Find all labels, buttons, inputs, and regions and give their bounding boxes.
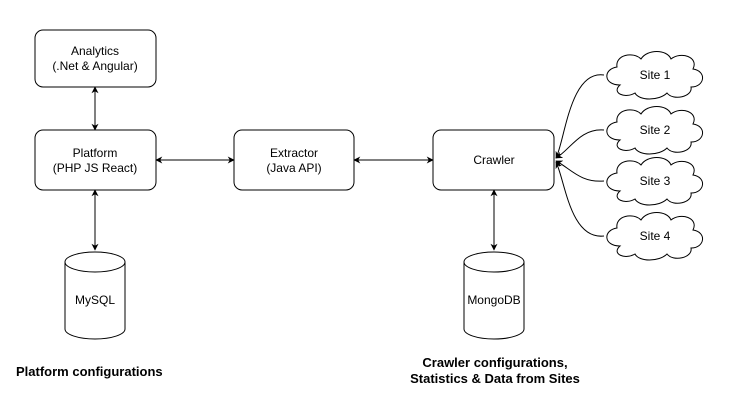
crawler-caption-line-2: Statistics & Data from Sites (410, 371, 580, 386)
analytics-title: Analytics (71, 44, 119, 58)
site-cloud-3[interactable]: Site 3 (606, 157, 703, 206)
site-cloud-4[interactable]: Site 4 (606, 212, 703, 261)
site-label: Site 4 (640, 229, 671, 243)
site-label: Site 1 (640, 68, 671, 82)
mongodb-database[interactable]: MongoDB (463, 251, 525, 340)
mysql-database[interactable]: MySQL (64, 251, 126, 340)
extractor-subtitle: (Java API) (266, 161, 321, 175)
connector-crawler-site3 (555, 160, 605, 182)
mongodb-label: MongoDB (467, 293, 520, 307)
analytics-node[interactable]: Analytics (.Net & Angular) (34, 29, 157, 88)
connector-crawler-site4 (555, 161, 605, 237)
crawler-title: Crawler (473, 153, 514, 167)
site-label: Site 2 (640, 123, 671, 137)
platform-title: Platform (73, 146, 118, 160)
analytics-subtitle: (.Net & Angular) (52, 59, 137, 73)
connectors (91, 74, 605, 251)
crawler-node[interactable]: Crawler (432, 129, 555, 191)
platform-subtitle: (PHP JS React) (53, 161, 137, 175)
site-cloud-1[interactable]: Site 1 (606, 51, 703, 100)
platform-node[interactable]: Platform (PHP JS React) (34, 129, 157, 191)
extractor-title: Extractor (270, 146, 318, 160)
connector-crawler-site1 (555, 74, 605, 159)
connector-crawler-site2 (555, 129, 605, 159)
crawler-caption-line-1: Crawler configurations, (422, 355, 568, 370)
extractor-node[interactable]: Extractor (Java API) (233, 129, 355, 191)
crawler-caption: Crawler configurations, Statistics & Dat… (390, 355, 600, 387)
mysql-label: MySQL (75, 293, 115, 307)
site-cloud-2[interactable]: Site 2 (606, 106, 703, 155)
platform-caption: Platform configurations (16, 364, 163, 379)
site-label: Site 3 (640, 174, 671, 188)
